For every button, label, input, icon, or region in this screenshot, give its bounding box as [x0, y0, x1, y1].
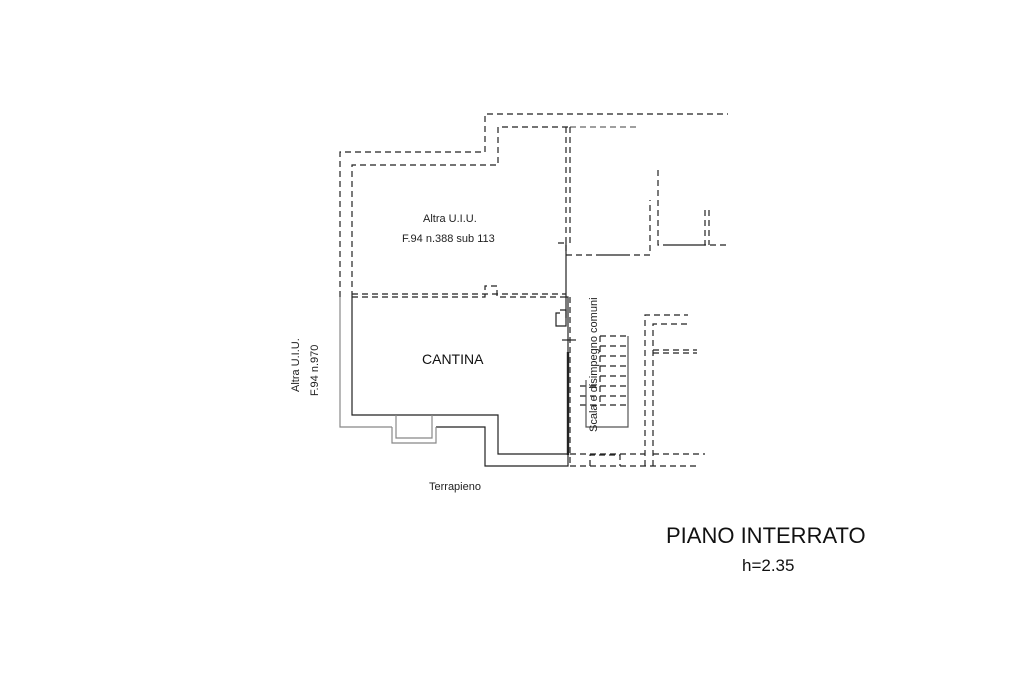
left-unit-name: Altra U.I.U.	[290, 338, 302, 392]
common-area-label: Scala e disimpegno comuni	[588, 297, 600, 432]
neighbor-unit-outline	[339, 113, 728, 467]
ceiling-height: h=2.35	[742, 556, 795, 575]
upper-unit-name: Altra U.I.U.	[423, 213, 477, 225]
upper-unit-ref: F.94 n.388 sub 113	[402, 233, 495, 245]
terrapieno-label: Terrapieno	[429, 481, 481, 493]
room-label: CANTINA	[422, 351, 484, 367]
cantina-walls	[339, 243, 705, 467]
page-title: PIANO INTERRATO	[666, 523, 866, 548]
left-unit-ref: F.94 n.970	[309, 344, 321, 396]
